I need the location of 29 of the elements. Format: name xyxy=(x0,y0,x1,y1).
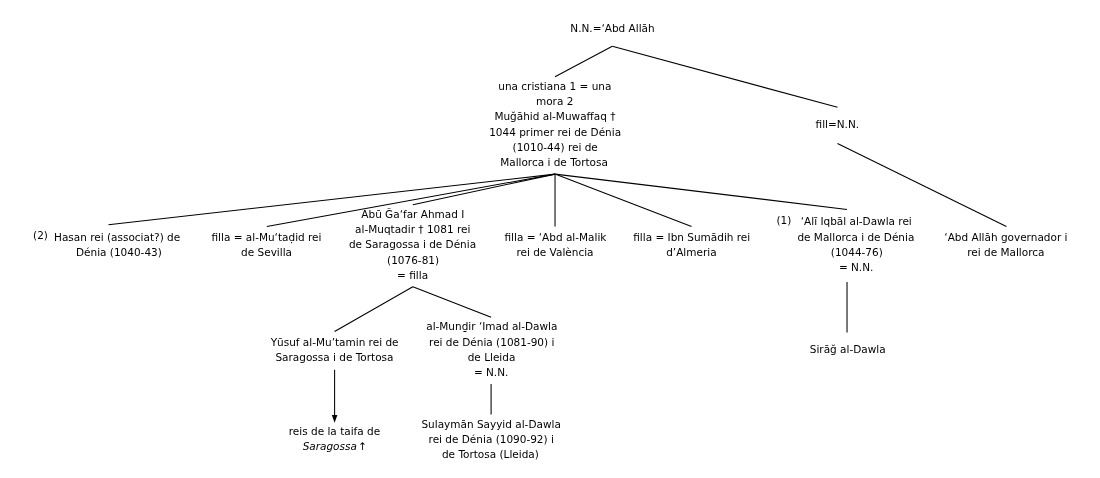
connector xyxy=(411,173,556,206)
node-text: N.N.=‘Abd Allāh xyxy=(569,21,655,34)
node-text: una cristiana 1 = una mora 2 Muğāhid al-Muwaffaq † 1044 primer rei de Dénia (1010-44) rei de Mallorca i de Tortosa xyxy=(488,79,621,169)
node-label: (1) xyxy=(775,213,791,226)
connector xyxy=(836,143,1007,228)
node-text: filla = Ibn Sumādih rei d’Almeria xyxy=(632,230,750,258)
connector xyxy=(411,286,492,318)
connector xyxy=(265,173,556,228)
node-text: Sirāğ al-Dawla xyxy=(809,343,886,356)
connector xyxy=(107,173,556,226)
node-text: ‘Abd Allāh governador i rei de Mallorca xyxy=(943,230,1067,258)
connector xyxy=(554,173,692,228)
node-label: (2) xyxy=(32,228,48,241)
node-text: filla = ‘Abd al-Malik rei de València xyxy=(503,230,606,258)
node-text: ‘Alī Iqbāl al-Dawla rei de Mallorca i de Dénia (1044-76) = N.N. xyxy=(796,215,914,274)
node-text: Yūsuf al-Mu’tamin rei de Saragossa i de Tortosa xyxy=(270,335,399,363)
node-text: Abū Ğa‘far Ahmad I al-Muqtadir † 1081 rei de Saragossa i de Dénia (1076-81) = filla xyxy=(348,207,476,281)
connector xyxy=(554,173,848,210)
node-text: fill=N.N. xyxy=(815,118,859,131)
arrow xyxy=(331,369,337,423)
connector xyxy=(333,286,413,333)
node-text: Hasan rei (associat?) de Dénia (1040-43) xyxy=(53,230,180,258)
connector xyxy=(554,173,556,228)
connector xyxy=(611,45,838,108)
node-text: filla = al-Mu‘taḍid rei de Sevilla xyxy=(211,230,321,258)
connector xyxy=(554,45,613,78)
node-text: al-Munḏir ‘Imad al-Dawla rei de Dénia (1081-90) i de Lleida = N.N. xyxy=(425,320,557,379)
node-text: reis de la taifa de Saragossa↑ xyxy=(288,425,380,452)
node-text: Sulaymān Sayyid al-Dawla rei de Dénia (1090-92) i de Tortosa (Lleida) xyxy=(420,417,561,461)
